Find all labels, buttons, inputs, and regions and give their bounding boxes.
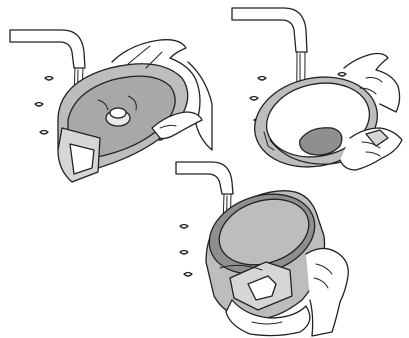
panel-rinse-cup (176, 162, 348, 336)
faucet-icon (232, 8, 307, 52)
faucet-icon (176, 162, 233, 194)
panel-rinse-frame (232, 8, 402, 178)
panel-rinse-cover (10, 30, 212, 182)
filter-cup (199, 181, 325, 319)
hand-icon (306, 248, 348, 336)
faucet-icon (10, 30, 85, 68)
water-droplets (180, 225, 192, 277)
